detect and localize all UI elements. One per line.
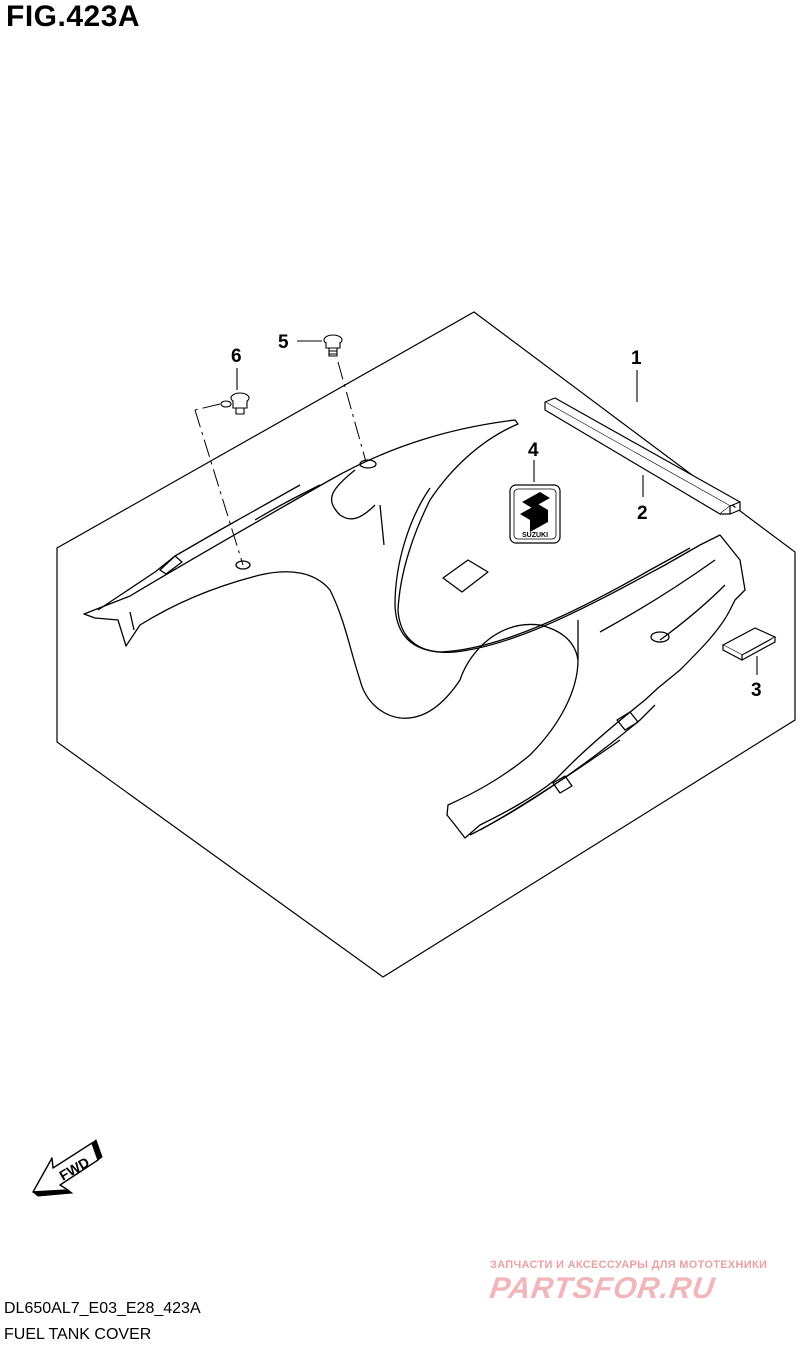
watermark-tagline: ЗАПЧАСТИ И АКСЕССУАРЫ ДЛЯ МОТОТЕХНИКИ (490, 1259, 768, 1271)
figure-title: FIG.423A (6, 0, 141, 33)
callout-2: 2 (637, 503, 648, 524)
fuel-tank-cover[interactable] (83, 419, 746, 839)
part-6-clip[interactable] (220, 392, 250, 415)
watermark-brand: PARTSFOR.RU (487, 1272, 718, 1305)
callout-4: 4 (528, 440, 539, 461)
callout-5: 5 (278, 332, 289, 353)
fwd-arrow-icon: FWD (32, 1139, 103, 1197)
dash-line-6 (194, 403, 244, 566)
figure-code: DL650AL7_E03_E28_423A (4, 1300, 201, 1317)
suzuki-s-logo-icon (520, 492, 550, 532)
part-2-strip[interactable] (544, 397, 741, 515)
part-3-pad[interactable] (721, 627, 777, 661)
callout-6: 6 (231, 346, 242, 367)
dash-line-5 (337, 361, 367, 463)
part-5-screw[interactable] (323, 334, 343, 357)
figure-caption: FUEL TANK COVER (4, 1326, 152, 1343)
callout-3: 3 (751, 680, 762, 701)
part-4-emblem[interactable]: SUZUKI (509, 484, 561, 544)
emblem-text: SUZUKI (522, 532, 548, 539)
assembly-boundary (56, 311, 796, 978)
callout-1: 1 (631, 348, 642, 369)
